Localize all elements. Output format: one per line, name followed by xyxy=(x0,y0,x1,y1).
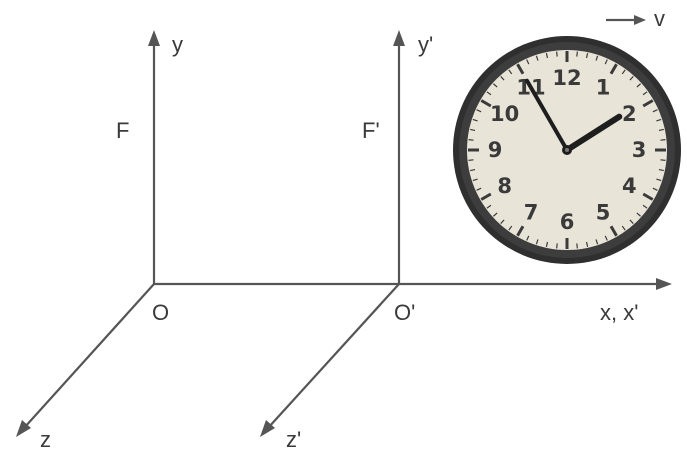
clock-numeral: 10 xyxy=(490,102,519,126)
velocity-arrow-icon xyxy=(634,15,646,25)
clock-minute-tick xyxy=(556,51,558,57)
clock-hour-tick xyxy=(480,192,492,201)
clock-minute-tick xyxy=(493,212,498,217)
clock-minute-tick xyxy=(629,76,634,81)
frame-f-y-arrow-icon xyxy=(148,30,160,46)
clock-icon: 121234567891011 xyxy=(453,36,681,264)
clock-minute-tick xyxy=(660,159,666,161)
clock-minute-tick xyxy=(545,53,549,59)
frame-f-origin-label: O xyxy=(152,300,169,325)
clock-minute-tick xyxy=(508,225,513,231)
clock-minute-tick xyxy=(658,168,664,172)
frame-f-prime-y-label: y' xyxy=(418,32,433,57)
clock-minute-tick xyxy=(476,187,482,191)
clock-minute-tick xyxy=(535,239,539,245)
frame-f-prime-z-arrow-icon xyxy=(260,420,275,437)
clock-minute-tick xyxy=(656,118,662,122)
clock-minute-tick xyxy=(468,139,474,141)
clock-minute-tick xyxy=(621,69,626,75)
clock-minute-tick xyxy=(642,204,648,209)
clock-numeral: 12 xyxy=(552,66,581,90)
clock-center-dot xyxy=(565,148,569,152)
frame-f-z-label: z xyxy=(40,427,51,452)
clock-minute-tick xyxy=(476,109,482,113)
clock-minute-tick xyxy=(470,168,476,172)
velocity-label: v xyxy=(654,6,665,31)
clock-minute-tick xyxy=(660,139,666,141)
clock-minute-tick xyxy=(652,109,658,113)
clock-minute-tick xyxy=(652,187,658,191)
clock-numeral: 5 xyxy=(596,200,611,224)
frame-f-y-label: y xyxy=(172,32,183,57)
clock-minute-tick xyxy=(585,241,589,247)
clock-minute-tick xyxy=(604,59,608,65)
clock-minute-tick xyxy=(526,235,530,241)
clock-minute-tick xyxy=(576,243,578,249)
clock-minute-tick xyxy=(636,83,641,88)
frame-f-prime-y-arrow-icon xyxy=(393,30,405,46)
x-axis-label: x, x' xyxy=(600,300,638,325)
clock-numeral: 1 xyxy=(596,76,611,100)
frame-f-prime-label: F' xyxy=(362,118,380,143)
shared-x-axis xyxy=(154,278,672,290)
clock-hour-hand xyxy=(564,113,623,153)
clock-minute-tick xyxy=(486,204,492,209)
clock-numeral: 4 xyxy=(622,174,637,198)
frame-f-prime-z-label: z' xyxy=(286,427,301,452)
clock-minute-tick xyxy=(493,83,498,88)
clock-minute-tick xyxy=(604,235,608,241)
clock-minute-tick xyxy=(468,159,474,161)
clock-minute-tick xyxy=(636,212,641,217)
clock-minute-tick xyxy=(629,219,634,224)
clock-hour-tick xyxy=(516,225,525,237)
clock-minute-tick xyxy=(545,241,549,247)
clock-minute-tick xyxy=(472,118,478,122)
frame-f-prime-axes xyxy=(260,30,405,437)
clock-numeral: 6 xyxy=(560,210,575,234)
clock-hour-tick xyxy=(480,99,492,108)
clock-minute-tick xyxy=(642,91,648,96)
frame-f-axes xyxy=(16,30,160,437)
clock-minute-tick xyxy=(535,55,539,61)
velocity-indicator xyxy=(606,15,646,25)
clock-hour-tick xyxy=(516,63,525,75)
clock-minute-tick xyxy=(508,69,513,75)
clock-hour-tick xyxy=(609,225,618,237)
clock-minute-tick xyxy=(595,55,599,61)
x-axis-arrow-icon xyxy=(656,278,672,290)
clock-hour-tick xyxy=(642,99,654,108)
clock-numeral: 2 xyxy=(622,102,637,126)
clock-minute-tick xyxy=(500,219,505,224)
clock-minute-tick xyxy=(500,76,505,81)
clock-numerals: 121234567891011 xyxy=(488,66,647,234)
clock-numeral: 7 xyxy=(524,200,539,224)
clock-hour-tick xyxy=(609,63,618,75)
clock-numeral: 9 xyxy=(488,138,503,162)
clock-minute-tick xyxy=(576,51,578,57)
clock-numeral: 8 xyxy=(497,174,512,198)
frame-f-prime-origin-label: O' xyxy=(394,300,415,325)
clock-hour-tick xyxy=(642,192,654,201)
clock-minute-tick xyxy=(595,239,599,245)
clock-minute-tick xyxy=(472,178,478,182)
clock-minute-tick xyxy=(621,225,626,231)
clock-minute-tick xyxy=(656,178,662,182)
clock-minute-tick xyxy=(556,243,558,249)
clock-ticks xyxy=(468,51,666,249)
clock-minute-tick xyxy=(526,59,530,65)
clock-minute-hand xyxy=(525,78,569,152)
frame-f-label: F xyxy=(116,118,129,143)
frame-f-z-arrow-icon xyxy=(16,420,31,437)
clock-minute-tick xyxy=(486,91,492,96)
frame-f-z-axis xyxy=(23,283,155,429)
clock-minute-tick xyxy=(658,128,664,132)
clock-numeral: 3 xyxy=(632,138,647,162)
frame-f-prime-z-axis xyxy=(267,283,400,429)
clock-minute-tick xyxy=(470,128,476,132)
clock-minute-tick xyxy=(585,53,589,59)
